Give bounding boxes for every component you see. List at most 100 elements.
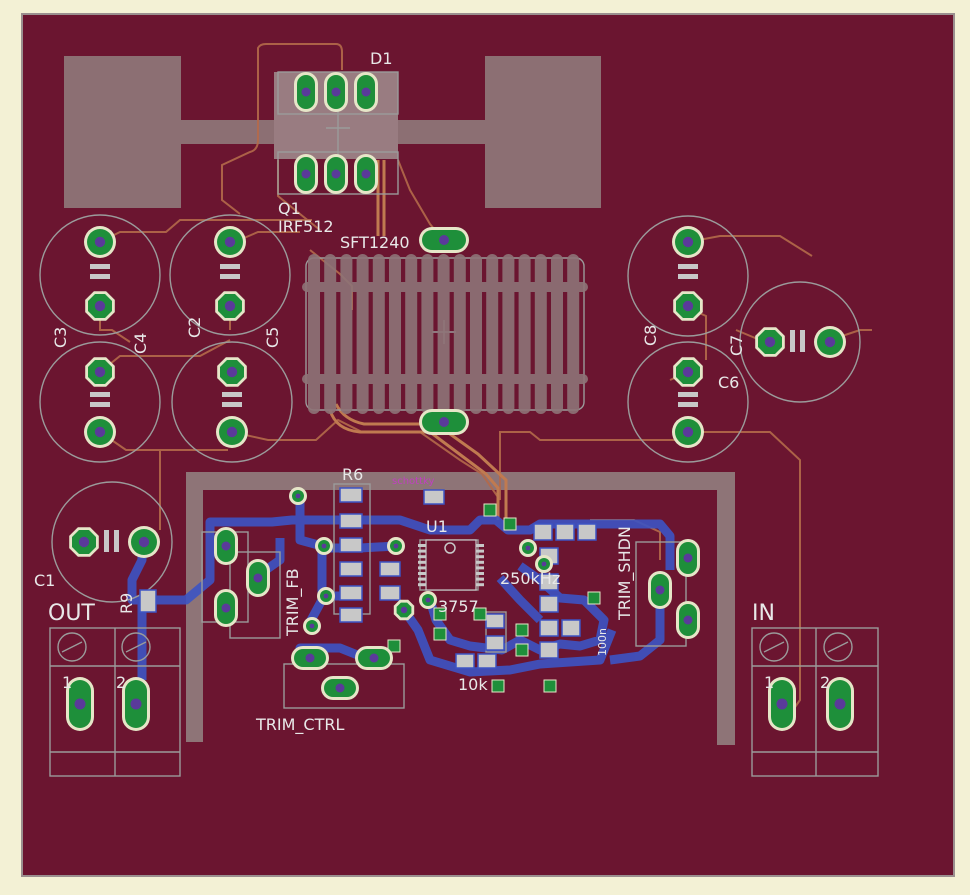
pad-drill xyxy=(361,169,371,179)
inductor-winding xyxy=(551,254,563,414)
pad-drill xyxy=(226,366,238,378)
u1-pin xyxy=(476,566,484,570)
label-r6: R6 xyxy=(342,465,363,484)
u1-pin xyxy=(476,555,484,559)
pad-drill xyxy=(369,653,379,663)
inductor-winding xyxy=(421,254,434,414)
inductor-winding xyxy=(518,254,531,414)
pad-drill xyxy=(776,698,788,710)
inductor-windings xyxy=(302,254,588,414)
label-in-pin2: 2 xyxy=(820,673,830,692)
label-out-pin1: 1 xyxy=(62,673,72,692)
pad-drill xyxy=(764,336,776,348)
inductor-winding xyxy=(324,254,337,414)
label-c7: C7 xyxy=(727,335,746,356)
label-100n: 100n xyxy=(596,628,609,656)
label-schottky: schottky xyxy=(392,476,434,487)
u1-pin xyxy=(418,555,426,559)
inductor-winding xyxy=(372,254,385,414)
label-trim-fb: TRIM_FB xyxy=(283,568,303,637)
inductor-winding xyxy=(453,254,466,414)
inductor-winding xyxy=(567,254,580,414)
u1-pin xyxy=(476,560,484,564)
bottom-square-pads xyxy=(387,503,601,693)
u1-pin xyxy=(418,544,426,547)
pad-drill xyxy=(130,698,142,710)
inductor-core-band xyxy=(302,374,588,384)
pad-drill xyxy=(834,698,846,710)
pad-drill xyxy=(425,597,431,603)
pad-drill xyxy=(138,536,150,548)
pad-drill xyxy=(683,553,693,563)
label-in-pin1: 1 xyxy=(764,673,774,692)
label-trim-ctrl: TRIM_CTRL xyxy=(255,715,344,735)
pad-drill xyxy=(682,366,694,378)
pad-drill xyxy=(335,683,345,693)
label-c2: C2 xyxy=(185,317,204,338)
label-q1-part: IRF512 xyxy=(278,217,334,236)
u1-pin xyxy=(418,560,426,564)
pad-drill xyxy=(94,236,106,248)
pad-drill xyxy=(655,585,665,595)
pad-drill xyxy=(321,543,327,549)
label-u1: U1 xyxy=(426,517,448,536)
label-c4: C4 xyxy=(131,333,150,354)
pad-drill xyxy=(682,236,694,248)
u1-pin xyxy=(418,566,426,570)
inductor-winding xyxy=(340,254,353,414)
inductor-winding xyxy=(405,254,418,414)
pad-drill xyxy=(301,87,311,97)
pad-drill xyxy=(94,366,106,378)
inductor-winding xyxy=(356,254,369,414)
pad-drill xyxy=(94,300,106,312)
smd-pads xyxy=(139,487,597,669)
inductor-winding xyxy=(486,254,499,414)
label-c5: C5 xyxy=(263,327,282,348)
label-c3: C3 xyxy=(51,327,70,348)
u1-pin xyxy=(476,544,484,547)
inductor-winding xyxy=(470,254,482,414)
label-u1-part: 3757 xyxy=(438,597,479,616)
pad-drill xyxy=(682,426,694,438)
inductor-winding xyxy=(308,254,320,414)
pad-drill xyxy=(221,603,231,613)
pad-drill xyxy=(331,87,341,97)
label-10k: 10k xyxy=(458,675,488,694)
pad-drill xyxy=(78,536,90,548)
through-hole-pads xyxy=(66,72,854,731)
inductor-winding xyxy=(437,254,450,414)
pad-drill xyxy=(541,561,547,567)
u1-pin xyxy=(418,577,426,581)
pad-drill xyxy=(94,426,106,438)
pad-drill xyxy=(295,493,301,499)
pad-drill xyxy=(226,426,238,438)
pad-drill xyxy=(253,573,263,583)
u1-pin xyxy=(418,572,426,575)
pad-drill xyxy=(439,417,449,427)
u1-pin xyxy=(418,549,426,553)
u1-chip xyxy=(418,539,484,591)
label-r9: R9 xyxy=(117,593,136,614)
label-out: OUT xyxy=(48,601,95,626)
label-d1: D1 xyxy=(370,49,393,68)
pad-drill xyxy=(683,615,693,625)
inductor-winding xyxy=(534,254,547,414)
inductor-bus xyxy=(328,160,508,520)
pad-drill xyxy=(224,300,236,312)
cap-polarity-marks xyxy=(90,264,805,552)
label-out-pin2: 2 xyxy=(116,673,126,692)
pad-drill xyxy=(323,593,329,599)
pad-drill xyxy=(224,236,236,248)
pad-drill xyxy=(309,623,315,629)
pad-drill xyxy=(331,169,341,179)
label-in: IN xyxy=(752,601,775,626)
pad-drill xyxy=(682,300,694,312)
pad-drill xyxy=(301,169,311,179)
pad-drill xyxy=(361,87,371,97)
pad-drill xyxy=(74,698,86,710)
u1-pin xyxy=(476,583,484,587)
pad-drill xyxy=(221,541,231,551)
pad-drill xyxy=(305,653,315,663)
